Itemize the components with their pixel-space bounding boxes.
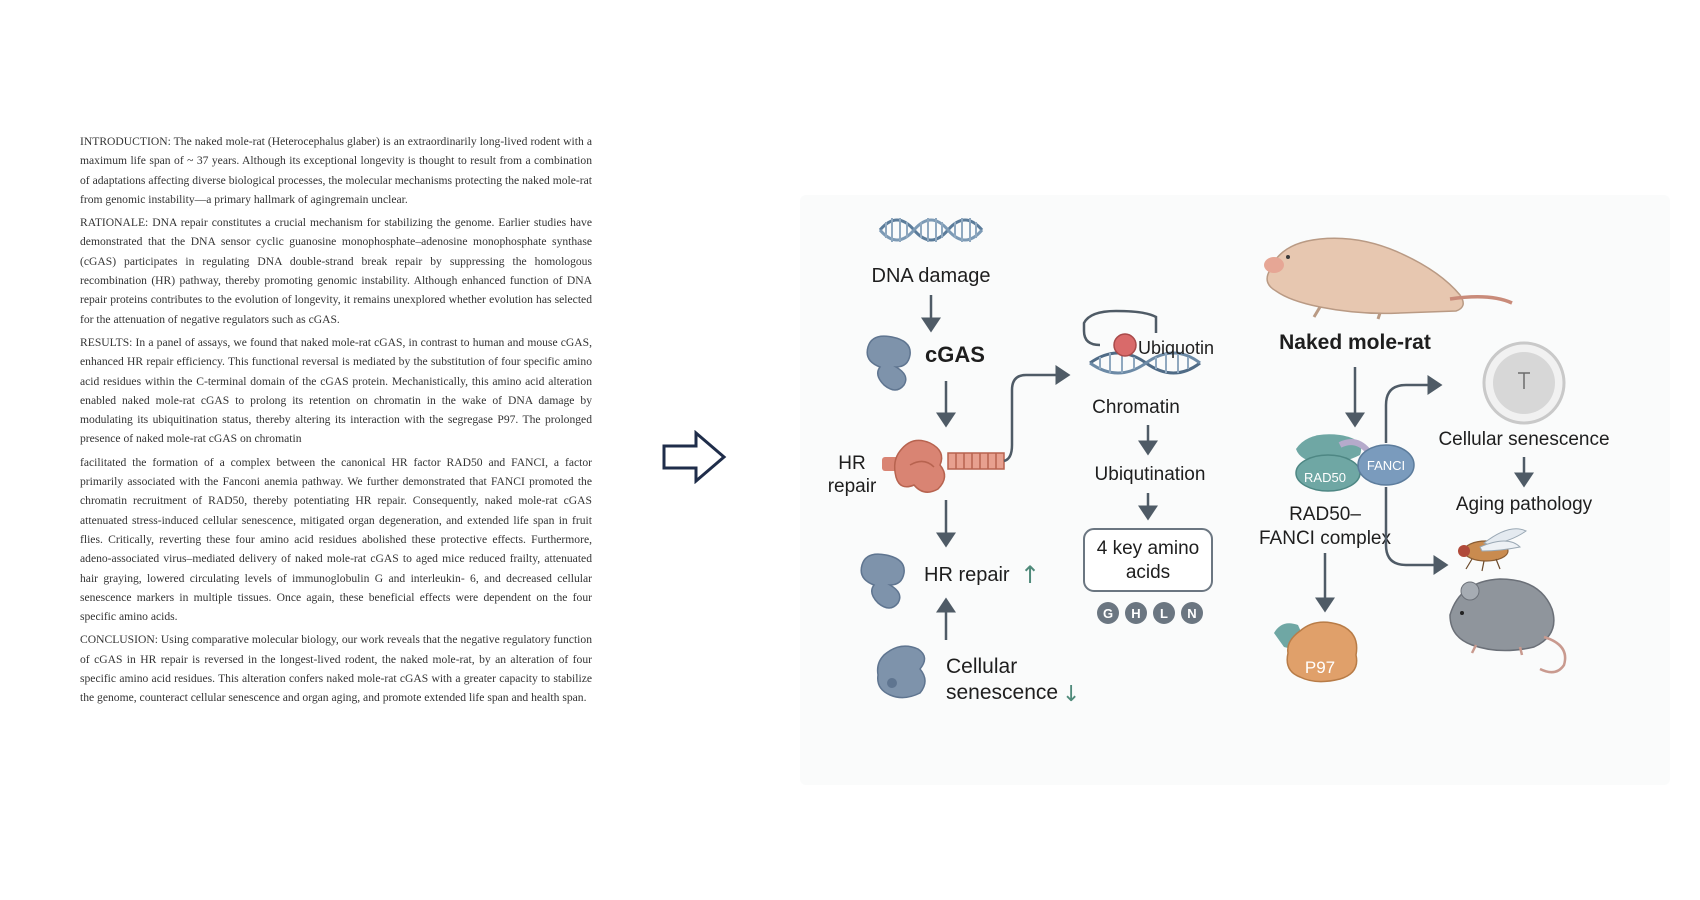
chromatin-icon (1082, 309, 1201, 375)
residue-h-circle (1125, 602, 1147, 624)
abstract-rationale: RATIONALE: DNA repair constitutes a cruc… (80, 216, 592, 326)
dna-damage-label: DNA damage (872, 265, 991, 287)
chromatin-label: Chromatin (1092, 397, 1180, 418)
hr-protein-icon (882, 439, 946, 493)
rad50-fanci-complex-icon (1295, 434, 1415, 492)
up-arrow-icon: ↑ (1020, 561, 1040, 589)
ubiquitin-icon (1113, 333, 1137, 357)
cellular-senescence-right-label: Cellular senescence (1438, 429, 1609, 450)
fanci-label: FANCI (1367, 458, 1405, 473)
p97-label: P97 (1305, 658, 1335, 677)
residue-l-circle (1153, 602, 1175, 624)
ubiquitin-label: Ubiquotin (1138, 338, 1214, 358)
complex-line2: FANCI complex (1259, 528, 1391, 549)
dna-segment-icon (947, 452, 1005, 470)
hr-repair-label: HR repair (924, 564, 1010, 586)
residue-n: N (1187, 606, 1196, 621)
amino-line1: 4 key amino (1097, 538, 1199, 559)
abstract-conclusion: CONCLUSION: Using comparative molecular … (80, 633, 592, 705)
cgas-protein-icon (866, 335, 911, 391)
amino-line2: acids (1126, 562, 1170, 583)
hr-label-line1: HR (838, 453, 865, 474)
abstract-text: INTRODUCTION: The naked mole-rat (Hetero… (80, 132, 592, 712)
rad50-label: RAD50 (1304, 470, 1346, 485)
mole-rat-icon (1264, 237, 1513, 320)
naked-mole-rat-label: Naked mole-rat (1279, 331, 1431, 354)
residue-h: H (1131, 606, 1140, 621)
petri-dish-icon (1482, 341, 1566, 425)
amino-acids-box (1083, 528, 1213, 592)
fruit-fly-icon (1458, 528, 1527, 572)
arrow-complex-to-organisms (1384, 487, 1449, 575)
aging-pathology-label: Aging pathology (1456, 494, 1593, 515)
abstract-introduction: INTRODUCTION: The naked mole-rat (Hetero… (80, 135, 592, 206)
arrow-complex-to-senescence (1384, 375, 1443, 443)
arrow-hr-to-chromatin (1003, 365, 1071, 463)
ubiquitination-label: Ubiqutination (1095, 464, 1206, 485)
residue-n-circle (1181, 602, 1203, 624)
residue-g-circle (1097, 602, 1119, 624)
down-arrow-icon: ↓ (1062, 682, 1080, 707)
hr-label-line2: repair (828, 476, 877, 497)
p97-protein-icon (1274, 621, 1358, 683)
residue-g: G (1103, 606, 1113, 621)
cellular-senescence-line1: Cellular (946, 655, 1017, 678)
right-arrow-icon (662, 429, 728, 489)
cgas-label: cGAS (925, 342, 985, 367)
mouse-icon (1449, 578, 1567, 674)
cellular-senescence-line2: senescence (946, 681, 1058, 704)
senescence-protein-icon (876, 645, 926, 699)
cgas-protein-small-icon (860, 553, 905, 609)
abstract-results-continued: facilitated the formation of a complex b… (80, 455, 592, 624)
graphical-abstract: DNA damage cGAS HR repair (800, 195, 1670, 785)
abstract-results: RESULTS: In a panel of assays, we found … (80, 335, 592, 446)
dna-helix-icon (878, 218, 984, 242)
complex-line1: RAD50– (1289, 504, 1361, 525)
residue-l: L (1160, 606, 1168, 621)
amino-residues: G H L N (1097, 602, 1203, 624)
